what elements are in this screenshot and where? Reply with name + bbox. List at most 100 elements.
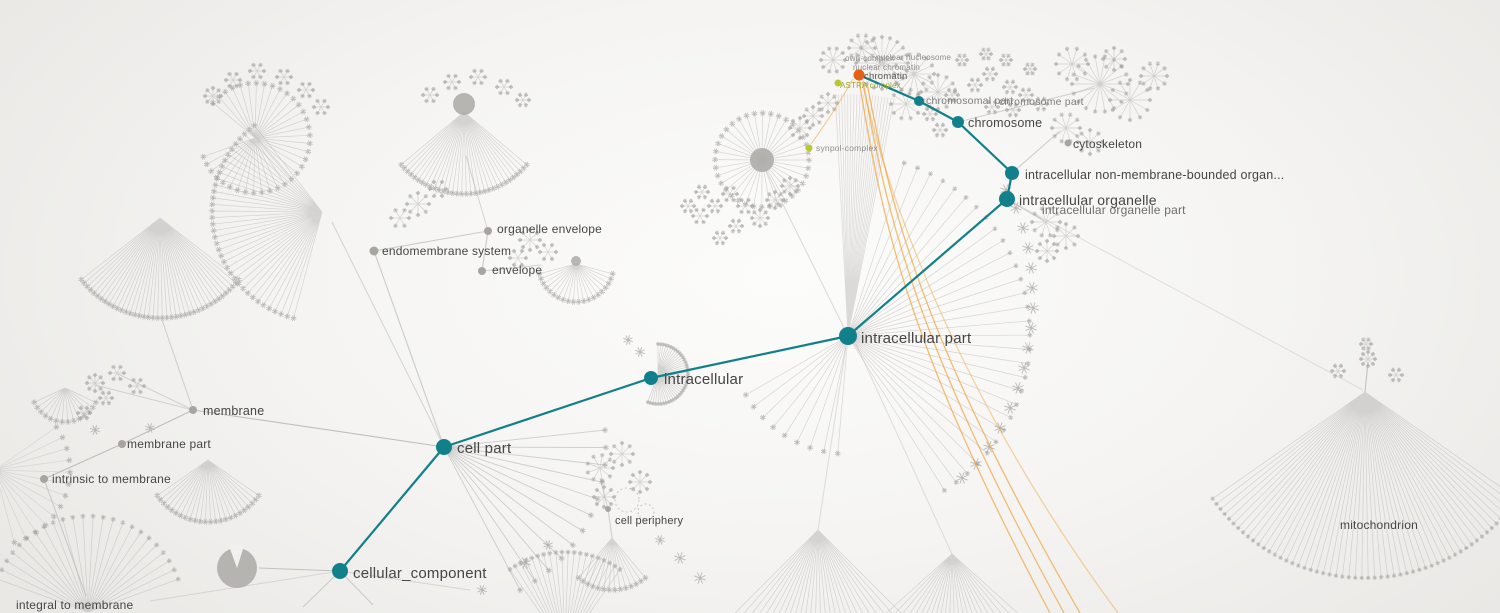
label-intrinsic-to-membrane[interactable]: intrinsic to membrane <box>52 472 171 486</box>
leaf-asterisks <box>296 81 316 99</box>
leaf-asterisks <box>404 190 432 218</box>
fan-cluster <box>130 379 144 393</box>
label-intracellular-organelle[interactable]: intracellular organelle <box>1019 192 1157 208</box>
fan-cluster <box>894 54 934 94</box>
node-cell-part[interactable] <box>436 439 452 455</box>
fan-cluster <box>1072 56 1128 112</box>
leaf-asterisks <box>398 161 530 197</box>
leaf-asterisks <box>97 390 115 406</box>
leaf-asterisks <box>247 62 267 80</box>
path-edge <box>957 121 1013 174</box>
node-cytoskeleton[interactable] <box>1064 139 1072 147</box>
leaf-asterisks <box>84 372 106 394</box>
gray-edge <box>121 409 194 445</box>
label-membrane[interactable]: membrane <box>203 404 264 418</box>
node-organelle-envelope[interactable] <box>484 227 492 235</box>
leaf-asterisks <box>1001 79 1019 95</box>
label-chromosome-part: chromosome part <box>999 96 1084 108</box>
node-intracellular[interactable] <box>644 371 658 385</box>
fan-cluster <box>693 209 707 223</box>
label-integral-to-membrane[interactable]: integral to membrane <box>16 598 134 612</box>
fan-cluster <box>630 472 650 492</box>
leaf-asterisks <box>1387 367 1405 383</box>
label-envelope[interactable]: envelope <box>492 263 542 277</box>
fan-cluster <box>314 100 328 114</box>
gray-edge <box>481 230 489 272</box>
leaf-asterisks <box>749 207 771 229</box>
node-chromosome[interactable] <box>952 116 964 128</box>
gray-edge <box>817 345 847 531</box>
asterisk-leaves <box>90 184 1039 595</box>
leaf-asterisks <box>706 198 724 214</box>
leaf-asterisks <box>388 207 412 229</box>
fan-cluster <box>984 68 996 80</box>
fan-cluster <box>1020 89 1032 101</box>
label-chromatin: chromatin <box>864 71 908 82</box>
node-cellular-component[interactable] <box>332 563 348 579</box>
node-intracellular-part[interactable] <box>839 327 857 345</box>
label-intracellular[interactable]: intracellular <box>664 371 743 388</box>
gray-edge <box>192 409 445 448</box>
fan-cluster <box>80 217 240 319</box>
fan-cluster <box>34 387 96 422</box>
fan-cluster <box>400 111 528 195</box>
gray-edge <box>761 161 849 337</box>
fan-cluster <box>821 48 845 72</box>
node-astra-complex[interactable] <box>834 79 842 87</box>
leaf-asterisks <box>978 47 994 61</box>
fan-cluster <box>1001 55 1011 65</box>
label-cytoskeleton[interactable]: cytoskeleton <box>1073 137 1142 151</box>
label-cell-part[interactable]: cell part <box>457 440 512 457</box>
leaf-asterisks <box>442 73 462 91</box>
fan-cluster <box>1361 339 1371 349</box>
fan-cluster <box>445 75 459 89</box>
label-intracellular-part[interactable]: intracellular part <box>861 330 972 347</box>
fan-cluster <box>819 94 837 112</box>
label-own-complex: own-complex <box>845 54 894 63</box>
node-intracellular-organelle[interactable] <box>999 191 1015 207</box>
node-membrane-part[interactable] <box>118 440 126 448</box>
leaf-asterisks <box>311 98 331 116</box>
gray-edge <box>149 570 341 602</box>
leaf-asterisks <box>468 68 488 86</box>
label-chromosome[interactable]: chromosome <box>968 116 1042 130</box>
cluster-disc <box>453 93 475 115</box>
label-cell-periphery[interactable]: cell periphery <box>615 515 684 527</box>
node-envelope[interactable] <box>478 267 486 275</box>
leaf-asterisks <box>591 484 617 510</box>
node-chromosomal-part[interactable] <box>914 96 924 106</box>
node-chromatin[interactable] <box>853 69 865 81</box>
node-synpol-complex[interactable] <box>805 144 813 152</box>
label-endomembrane-system[interactable]: endomembrane system <box>382 244 511 258</box>
fan-cluster <box>986 101 998 113</box>
fan-cluster <box>587 455 613 481</box>
node-cell-periphery[interactable] <box>605 506 611 512</box>
orange-link <box>866 82 1081 613</box>
leaf-asterisks <box>846 33 878 63</box>
label-intracellular-organelle-part[interactable]: intracellular organelle part <box>1042 203 1186 217</box>
node-endomembrane-system[interactable] <box>369 246 379 256</box>
leaf-asterisks <box>420 86 440 104</box>
label-mitochondrion[interactable]: mitochondrion <box>1340 518 1418 532</box>
label-intracellular-non-membrane-bounded-organ[interactable]: intracellular non-membrane-bounded organ… <box>1025 168 1284 182</box>
node-membrane[interactable] <box>189 406 197 414</box>
fan-cluster <box>509 551 621 613</box>
fan-cluster <box>1004 81 1016 93</box>
fan-cluster <box>723 187 737 201</box>
label-membrane-part[interactable]: membrane part <box>127 437 211 451</box>
fan-cluster <box>981 49 991 59</box>
label-cellular-component[interactable]: cellular_component <box>353 565 487 582</box>
label-organelle-envelope[interactable]: organelle envelope <box>497 222 602 236</box>
node-intrinsic-to-membrane[interactable] <box>40 475 48 483</box>
leaf-asterisks <box>537 242 559 262</box>
node-intracellular-non-membrane-bounded-organelle[interactable] <box>1005 166 1019 180</box>
fan-cluster <box>734 529 902 613</box>
fan-cluster <box>752 210 768 226</box>
selected-path-edges <box>339 73 1014 572</box>
leaf-asterisks <box>11 424 73 546</box>
graph-nodes <box>40 69 1072 579</box>
fan-cluster <box>430 181 446 197</box>
fan-cluster <box>1103 48 1125 70</box>
leaf-asterisks <box>1100 45 1128 73</box>
